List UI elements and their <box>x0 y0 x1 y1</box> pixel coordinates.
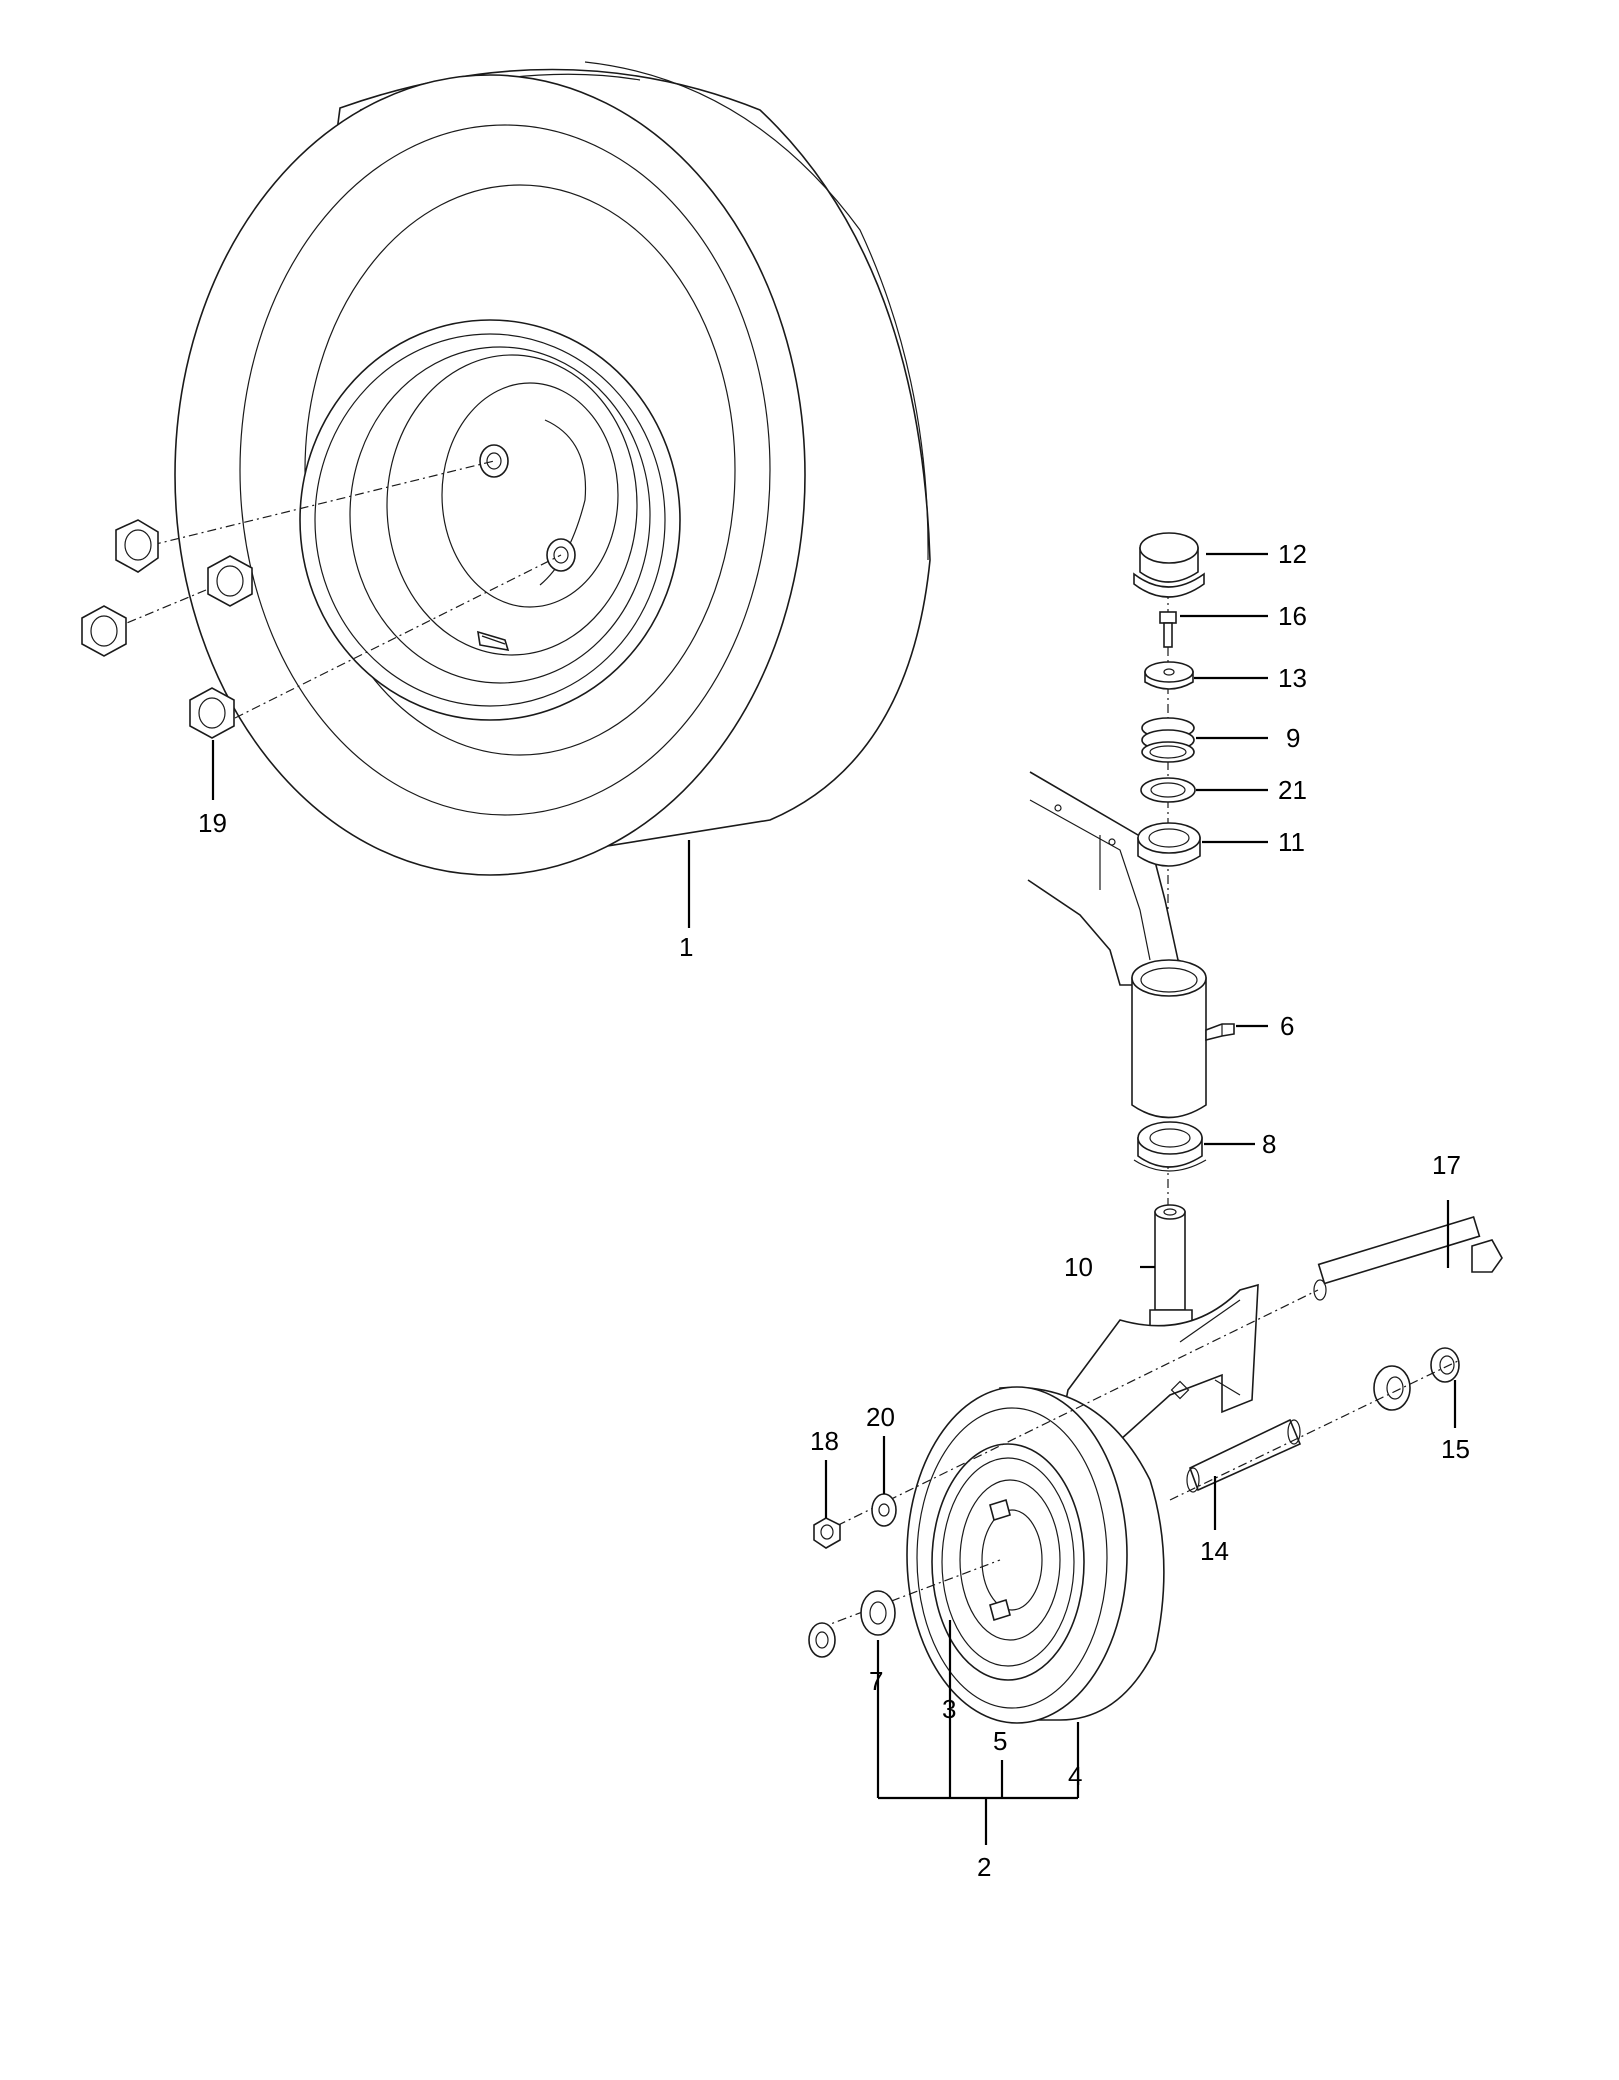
lug-nut-3 <box>81 605 127 657</box>
axle-centerline <box>819 1289 1319 1535</box>
axle-washer <box>871 1493 897 1527</box>
callout-12: 12 <box>1278 539 1307 569</box>
callout-17: 17 <box>1432 1150 1461 1180</box>
axle-nut <box>813 1517 841 1549</box>
wheel-grease-fitting-lower <box>989 1598 1011 1622</box>
callout-8: 8 <box>1262 1129 1276 1159</box>
callout-7: 7 <box>869 1666 883 1696</box>
callout-2: 2 <box>977 1852 991 1882</box>
grease-fitting <box>1205 1023 1235 1042</box>
wheel-bushing-outer <box>808 1622 836 1658</box>
callout-11: 11 <box>1278 827 1305 857</box>
dust-cap <box>1133 532 1205 598</box>
callout-labels: 1 19 12 16 13 9 21 11 6 8 17 10 20 18 15… <box>198 539 1470 1882</box>
fork-washer <box>1430 1347 1460 1383</box>
upper-bearing <box>1137 822 1201 867</box>
callout-15: 15 <box>1441 1434 1470 1464</box>
leader-lines <box>211 552 1457 1845</box>
lug-nut-centerline-upper <box>151 460 495 546</box>
pivot-spring <box>1141 717 1195 763</box>
valve-stem <box>477 630 510 652</box>
fork-spacer <box>1373 1365 1411 1411</box>
callout-6: 6 <box>1280 1011 1294 1041</box>
tire-sidewall-ring <box>239 124 771 816</box>
cap-bolt <box>1159 611 1177 648</box>
rim-lip <box>314 333 666 707</box>
callout-4: 4 <box>1068 1761 1082 1791</box>
callout-13: 13 <box>1278 663 1307 693</box>
shim-washer <box>1140 777 1196 803</box>
wheel-grease-fitting-upper <box>989 1498 1011 1522</box>
pivot-tube <box>1131 959 1207 1119</box>
rim-inner-1 <box>349 346 651 684</box>
lower-axle-centerline <box>819 1559 1001 1629</box>
lug-nut-2 <box>207 555 253 607</box>
caster-frame-arm <box>1027 771 1201 986</box>
caster-pivot-pin <box>1149 1204 1193 1335</box>
lower-bearing <box>1133 1121 1207 1172</box>
thrust-washer <box>1144 661 1194 690</box>
callout-1: 1 <box>679 932 693 962</box>
callout-21: 21 <box>1278 775 1307 805</box>
tire-bead-ring <box>304 184 736 756</box>
callout-9: 9 <box>1286 723 1300 753</box>
axle-bolt <box>1313 1216 1503 1301</box>
rear-wheel-assembly <box>174 61 931 876</box>
rim-inner-2 <box>386 354 638 656</box>
callout-5: 5 <box>993 1726 1007 1756</box>
tire-back-contour <box>584 61 929 561</box>
callout-10: 10 <box>1064 1252 1093 1282</box>
callout-18: 18 <box>810 1426 839 1456</box>
caster-rim <box>931 1443 1085 1681</box>
stud-hole-upper <box>479 444 509 478</box>
wheel-bushing <box>860 1590 896 1636</box>
callout-16: 16 <box>1278 601 1307 631</box>
lug-nut-centerline-lower <box>234 554 562 719</box>
spacer-tube <box>1186 1418 1302 1493</box>
callout-20: 20 <box>866 1402 895 1432</box>
rim-outer <box>299 319 681 721</box>
callout-19: 19 <box>198 808 227 838</box>
lug-nut-4 <box>189 687 235 739</box>
caster-wheel <box>906 1386 1165 1724</box>
hub-face <box>441 382 619 608</box>
callout-3: 3 <box>942 1694 956 1724</box>
spacer-centerline <box>1169 1359 1461 1501</box>
callout-14: 14 <box>1200 1536 1229 1566</box>
lug-nut-1 <box>115 519 159 573</box>
